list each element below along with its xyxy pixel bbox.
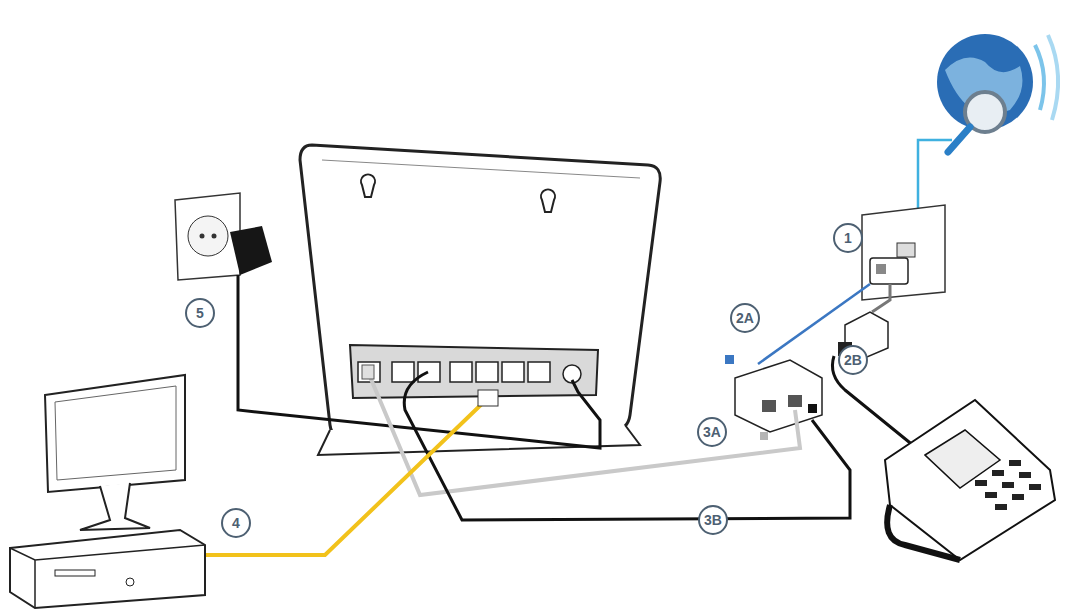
splitter-port	[788, 395, 802, 407]
tower-edge	[10, 545, 205, 608]
callout-circle: 4	[221, 508, 251, 538]
phone-key	[992, 470, 1004, 476]
callout-circle: 3B	[698, 505, 728, 535]
socket-hole	[212, 234, 217, 239]
phone-key	[1009, 460, 1021, 466]
monitor	[45, 375, 185, 492]
callout-number: 3B	[704, 513, 722, 527]
callout-circle: 2B	[838, 345, 868, 375]
splitter-port	[762, 400, 776, 412]
phone-jack	[897, 243, 915, 257]
monitor-screen	[55, 386, 176, 480]
phone-router-cable	[404, 372, 850, 520]
phone-key	[1002, 482, 1014, 488]
socket-face	[188, 216, 228, 256]
phone-display	[925, 430, 1000, 488]
color-marker	[760, 432, 768, 440]
phone-key	[975, 480, 987, 486]
phone-key	[1012, 494, 1024, 500]
router-port	[358, 362, 380, 382]
callout-circle: 2A	[730, 303, 760, 333]
power-adapter	[230, 226, 272, 275]
filter-cable	[872, 284, 890, 312]
line-splitter	[870, 258, 908, 284]
callout-number: 2A	[736, 311, 754, 325]
phone-key	[1019, 472, 1031, 478]
callout-circle: 5	[185, 298, 215, 328]
power-socket	[175, 193, 240, 280]
callout-circle: 3A	[697, 417, 727, 447]
color-marker	[808, 404, 817, 413]
callout-circle: 1	[833, 223, 863, 253]
signal-arc	[1048, 35, 1058, 120]
cable-plug	[478, 390, 498, 406]
port-panel	[350, 345, 598, 398]
router	[300, 145, 660, 440]
lan-cable	[200, 398, 488, 555]
router-port	[502, 362, 524, 382]
phone-key	[985, 492, 997, 498]
router-port	[528, 362, 550, 382]
telephone	[885, 400, 1055, 560]
phone-keypad	[975, 460, 1041, 510]
color-marker	[725, 355, 734, 364]
phone-key	[1029, 484, 1041, 490]
cable-plug	[362, 365, 374, 379]
callout-number: 1	[844, 231, 852, 245]
signal-arc	[1035, 45, 1044, 110]
router-port	[418, 362, 440, 382]
power-cable	[238, 275, 600, 448]
drive-bay	[55, 570, 95, 576]
phone-handset	[887, 505, 960, 560]
power-button	[126, 578, 134, 586]
router-port	[476, 362, 498, 382]
phone-key	[995, 504, 1007, 510]
socket-hole	[200, 234, 205, 239]
dsl-splitter	[735, 360, 822, 432]
keyhole	[541, 189, 555, 212]
wall-plate	[862, 205, 945, 300]
callout-number: 2B	[844, 353, 862, 367]
router-stand	[318, 425, 640, 455]
splitter-port	[876, 264, 886, 274]
router-port	[392, 362, 414, 382]
keyhole	[361, 174, 375, 197]
callout-number: 5	[196, 306, 204, 320]
router-port	[450, 362, 472, 382]
computer-tower	[10, 530, 205, 608]
callout-number: 4	[232, 516, 240, 530]
monitor-stand	[80, 483, 150, 530]
dsl-router-cable	[368, 372, 800, 495]
callout-number: 3A	[703, 425, 721, 439]
